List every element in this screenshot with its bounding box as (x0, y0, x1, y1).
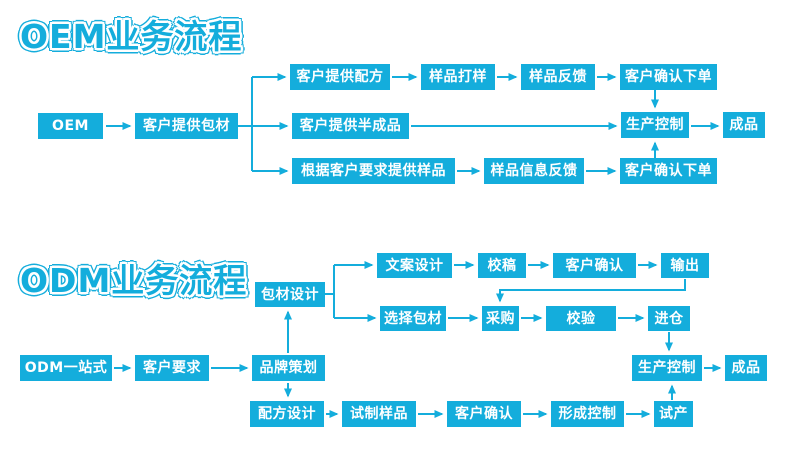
flow-node-label: 样品反馈 (529, 69, 587, 85)
flow-node-label: 客户提供包材 (143, 118, 230, 134)
flow-node-customer-formula: 客户提供配方 (290, 64, 390, 90)
flow-node-order-confirm-top: 客户确认下单 (620, 64, 717, 90)
flow-node-label: 品牌策划 (259, 360, 318, 376)
flow-node-label: 客户确认 (565, 257, 624, 274)
flow-node-customer-semifinished: 客户提供半成品 (292, 113, 409, 139)
flow-node-packaging-design: 包材设计 (255, 282, 325, 307)
flow-node-brand-planning: 品牌策划 (252, 355, 325, 381)
flow-node-customer-confirm-bottom: 客户确认 (447, 401, 521, 427)
flow-node-label: 成品 (729, 117, 759, 133)
flow-node-sample-making: 样品打样 (421, 64, 495, 90)
flow-node-label: 根据客户要求提供样品 (301, 163, 446, 179)
flow-node-label: 客户确认下单 (625, 69, 712, 85)
flow-node-finished-product-2: 成品 (725, 355, 767, 381)
flow-node-label: 包材设计 (261, 286, 319, 303)
flow-node-copy-design: 文案设计 (377, 253, 452, 278)
flow-node-verification: 校验 (546, 306, 616, 331)
flow-node-sample-feedback: 样品反馈 (521, 64, 595, 90)
flow-node-label: 试产 (659, 406, 688, 422)
flow-node-label: 配方设计 (258, 406, 316, 422)
flow-node-label: 试制样品 (350, 406, 408, 422)
flow-node-label: 客户确认下单 (625, 163, 712, 179)
flow-node-select-packaging: 选择包材 (380, 306, 446, 331)
flow-node-label: OEM (52, 118, 89, 134)
odm-flow-title: ODM业务流程 (20, 261, 248, 300)
flow-node-label: 选择包材 (384, 310, 442, 327)
flow-node-output: 输出 (661, 253, 709, 278)
flow-node-forming-control: 形成控制 (551, 401, 624, 427)
flow-node-label: 样品打样 (429, 69, 487, 85)
flow-node-label: 成品 (731, 360, 761, 376)
flow-node-formula-design: 配方设计 (250, 401, 324, 427)
flow-node-label: ODM一站式 (24, 360, 108, 376)
flow-node-label: 客户确认 (455, 406, 513, 422)
flow-edge-output-to-procurement (496, 279, 686, 303)
flow-node-label: 文案设计 (385, 257, 444, 274)
flow-node-label: 校验 (566, 310, 596, 327)
flow-node-oem: OEM (38, 113, 103, 139)
flow-node-label: 客户要求 (143, 360, 201, 376)
flow-node-label: 生产控制 (626, 117, 684, 133)
flow-node-finished-product: 成品 (723, 112, 765, 138)
flow-node-trial-samples: 试制样品 (342, 401, 416, 427)
flow-node-label: 进仓 (654, 310, 684, 327)
flow-node-label: 输出 (670, 257, 700, 274)
flow-node-production-control: 生产控制 (621, 112, 689, 138)
flow-node-label: 客户提供半成品 (299, 118, 402, 134)
flow-node-label: 样品信息反馈 (490, 163, 578, 179)
flow-node-order-confirm-bottom: 客户确认下单 (620, 158, 717, 184)
flow-node-sample-by-request: 根据客户要求提供样品 (292, 158, 455, 184)
flow-node-customer-confirm-top: 客户确认 (553, 253, 636, 278)
flow-node-customer-packaging: 客户提供包材 (135, 113, 238, 139)
flow-node-production-control-2: 生产控制 (632, 355, 702, 381)
flow-node-label: 客户提供配方 (296, 69, 384, 85)
flow-node-sample-info-feedback: 样品信息反馈 (484, 158, 584, 184)
flow-node-odm-onestop: ODM一站式 (20, 355, 112, 381)
oem-flow-title: OEM业务流程 (20, 17, 243, 56)
flow-node-customer-requirements: 客户要求 (135, 355, 209, 381)
flow-node-label: 形成控制 (558, 406, 617, 422)
flow-node-label: 校稿 (487, 257, 517, 274)
flow-node-label: 采购 (486, 310, 515, 327)
flow-node-warehousing: 进仓 (648, 306, 690, 331)
flow-node-proofreading: 校稿 (478, 253, 526, 278)
flow-node-trial-production: 试产 (654, 401, 693, 427)
flow-node-procurement: 采购 (482, 306, 519, 331)
flow-node-label: 生产控制 (638, 360, 696, 376)
